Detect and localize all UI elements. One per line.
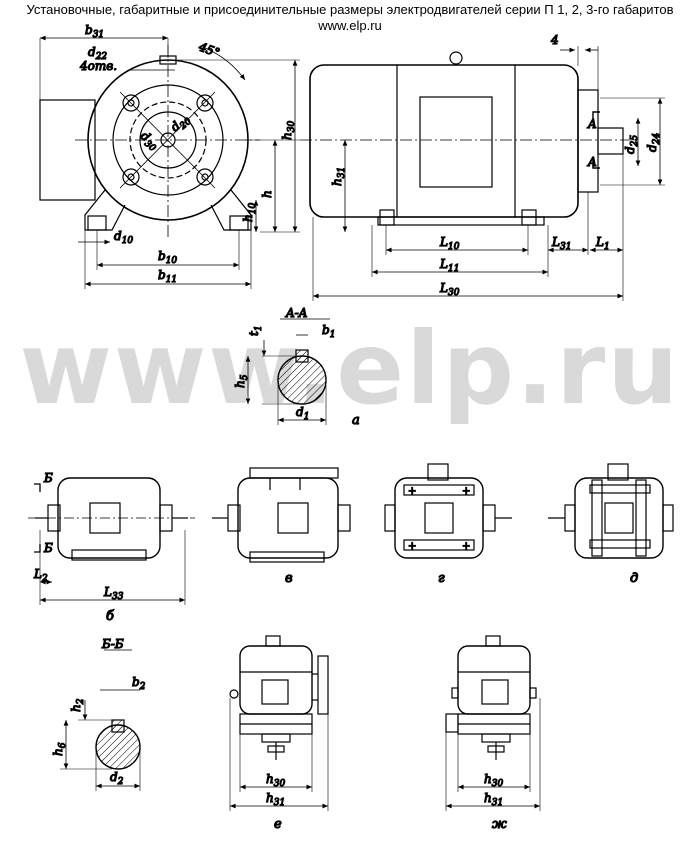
side-shaft: [597, 127, 624, 155]
dim-h2: h2: [69, 698, 86, 712]
caption-a: а: [352, 413, 360, 428]
side-lifting-eye: [449, 51, 463, 65]
view-zh-dim-h30: h30: [484, 772, 503, 789]
section-aa-title: A-A: [285, 306, 308, 320]
view-e-dim-h30: h30: [266, 772, 285, 789]
section-mark-b-top: Б: [43, 471, 53, 485]
section-aa: [245, 318, 330, 425]
caption-d: д: [630, 571, 638, 586]
front-terminal-box: [39, 99, 96, 201]
dim-b10: b10: [158, 249, 177, 266]
side-housing: [309, 64, 579, 218]
view-b: [28, 477, 195, 605]
view-v-top-box: [249, 467, 339, 479]
dim-d2: d2: [110, 770, 124, 787]
view-e: [229, 635, 329, 811]
dim-d22: d22: [88, 45, 107, 62]
dim-d25: d25: [623, 135, 640, 154]
section-bb: [60, 649, 141, 791]
key-bb: [111, 719, 125, 733]
dim-l10: L10: [439, 235, 460, 252]
view-d: [548, 463, 674, 559]
dim-b11: b11: [158, 268, 177, 285]
dim-4: 4: [550, 33, 559, 47]
front-view: [39, 35, 300, 289]
holes-count: 4отв.: [79, 59, 117, 73]
side-view: [300, 46, 665, 301]
svg-text:+: +: [462, 541, 470, 552]
page-title: Установочные, габаритные и присоединител…: [26, 2, 674, 17]
front-foot-left: [84, 189, 126, 231]
dim-b2: b2: [132, 675, 146, 692]
dim-h10: h10: [241, 203, 258, 222]
caption-b: б: [106, 609, 114, 624]
dim-t1: t1: [247, 325, 264, 336]
dim-l30: L30: [439, 281, 460, 298]
dim-b1: b1: [322, 323, 335, 340]
front-foot-right: [210, 189, 252, 231]
dim-h31: h31: [330, 167, 347, 186]
view-g: + + + +: [384, 463, 512, 559]
dim-d1: d1: [296, 405, 309, 422]
dim-d24: d24: [645, 133, 662, 152]
view-zh-dim-h31: h31: [484, 791, 503, 808]
dim-h: h: [260, 190, 274, 198]
svg-text:+: +: [462, 486, 470, 497]
dim-h30: h30: [280, 121, 297, 140]
view-v: [212, 467, 351, 563]
caption-v: в: [285, 571, 293, 586]
dim-l2: L2: [33, 567, 48, 584]
section-mark-a-top: A: [587, 117, 597, 131]
front-bolt-holes: [122, 94, 214, 186]
dim-b31: b31: [85, 23, 104, 40]
dim-h6: h6: [51, 742, 68, 756]
watermark: www.elp.ru: [19, 310, 681, 427]
angle-45: 45°: [196, 39, 222, 60]
svg-text:+: +: [408, 486, 416, 497]
section-mark-a-bottom: A: [587, 155, 597, 169]
dim-d10: d10: [114, 229, 133, 246]
caption-zh: ж: [492, 817, 507, 832]
dim-h5: h5: [233, 374, 250, 388]
dim-l33: L33: [103, 585, 124, 602]
dim-l11: L11: [439, 257, 459, 274]
section-bb-title: Б-Б: [101, 637, 124, 651]
shaft-section-aa: [277, 355, 327, 405]
side-window: [419, 96, 493, 188]
site-url: www.elp.ru: [318, 18, 382, 33]
caption-g: г: [438, 571, 445, 586]
view-e-dim-h31: h31: [266, 791, 285, 808]
svg-text:+: +: [408, 541, 416, 552]
caption-e: е: [274, 817, 282, 832]
view-zh: [445, 635, 541, 811]
section-mark-b-bottom: Б: [43, 541, 53, 555]
dim-l31: L31: [551, 235, 571, 252]
side-end-shield: [577, 89, 599, 193]
dim-l1: L1: [595, 235, 610, 252]
